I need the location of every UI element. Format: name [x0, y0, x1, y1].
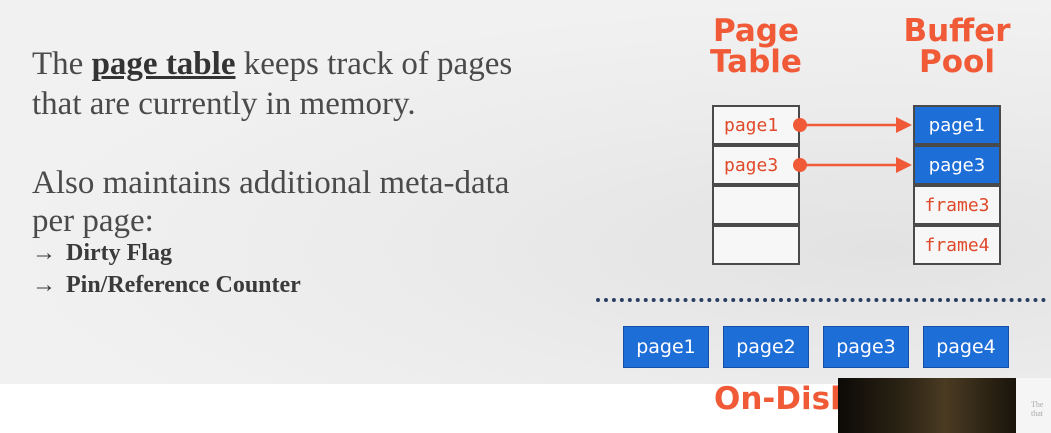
disk-page: page4 — [923, 326, 1009, 368]
thumbnail-line-1: The — [1031, 400, 1044, 409]
slide-thumbnail: The that — [1016, 378, 1051, 433]
pointer-arrow-page3 — [793, 157, 912, 173]
page-table-title-line-1: Page — [712, 13, 800, 49]
disk-page: page3 — [823, 326, 909, 368]
on-disk-title: On-Disk — [714, 381, 851, 417]
page-table-row — [712, 185, 800, 225]
video-overlay — [838, 378, 1016, 433]
intro-line-2: that are currently in memory. — [32, 86, 416, 122]
bullet-arrow: → — [32, 272, 56, 298]
disk-page: page1 — [623, 326, 709, 368]
buffer-pool-frame: frame4 — [913, 225, 1001, 265]
bullet-text: Pin/Reference Counter — [66, 272, 301, 298]
thumbnail-line-2: that — [1031, 409, 1043, 418]
page-table-title: Page Table — [700, 16, 812, 78]
buffer-pool-title-line-2: Pool — [919, 44, 995, 80]
pointer-arrow-page1 — [793, 117, 912, 133]
page-table-keyword: page table — [91, 46, 236, 82]
intro-text-post: keeps track of pages — [235, 46, 513, 82]
bullet-dirty-flag: → Dirty Flag — [32, 240, 172, 267]
meta-line-1: Also maintains additional meta-data — [32, 165, 510, 201]
memory-disk-divider — [596, 298, 1046, 302]
buffer-pool-title: Buffer Pool — [893, 16, 1021, 78]
page-table-row: page3 — [712, 145, 800, 185]
buffer-pool-frame: frame3 — [913, 185, 1001, 225]
page-table-row — [712, 225, 800, 265]
intro-text-pre: The — [32, 46, 92, 82]
buffer-pool-title-line-1: Buffer — [903, 13, 1011, 49]
bullet-arrow: → — [32, 240, 56, 266]
bullet-pin-counter: → Pin/Reference Counter — [32, 272, 301, 299]
page-table-title-line-2: Table — [710, 44, 802, 80]
meta-line-2: per page: — [32, 203, 154, 239]
buffer-pool-frame: page3 — [913, 145, 1001, 185]
disk-page: page2 — [723, 326, 809, 368]
buffer-pool-frame: page1 — [913, 105, 1001, 145]
bullet-text: Dirty Flag — [66, 240, 172, 266]
intro-line-1: The page table keeps track of pages — [32, 46, 512, 83]
page-table-row: page1 — [712, 105, 800, 145]
